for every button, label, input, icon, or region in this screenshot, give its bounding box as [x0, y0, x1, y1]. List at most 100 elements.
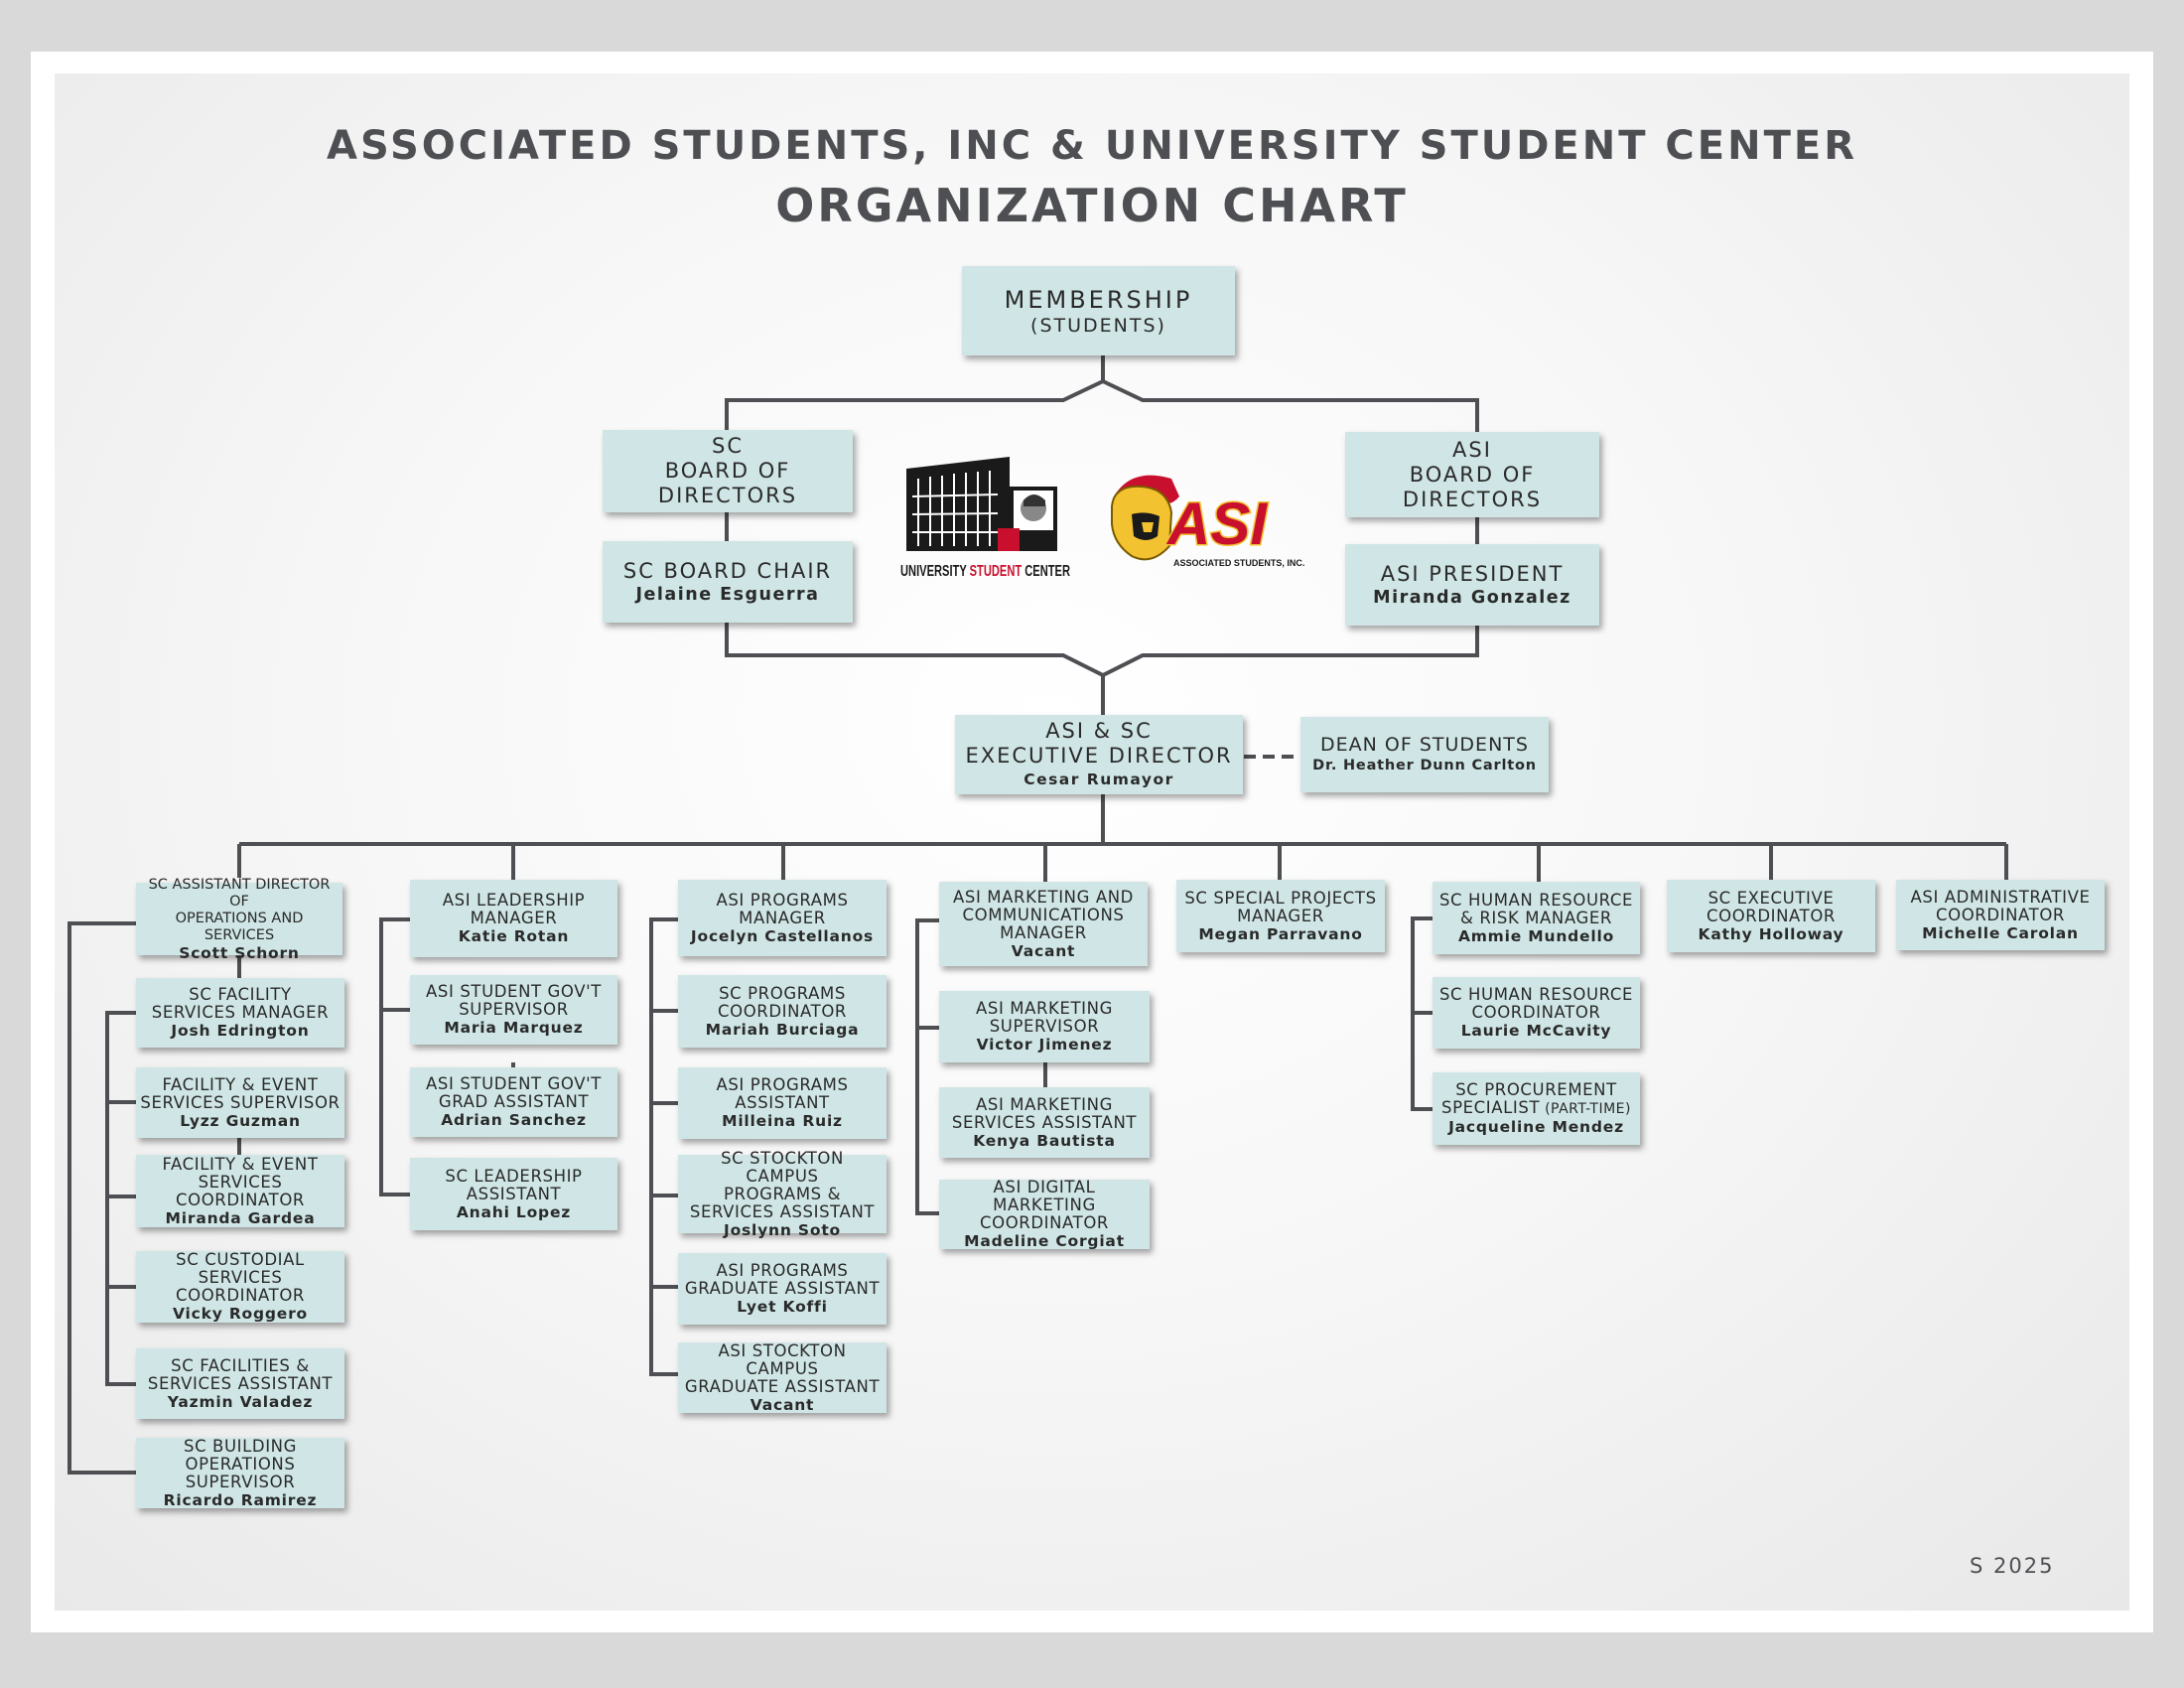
position-title: SC SPECIAL PROJECTS MANAGER — [1184, 888, 1377, 925]
connector-col-drops — [237, 844, 2008, 882]
staff-box: ASI MARKETING SUPERVISOR Victor Jimenez — [939, 991, 1150, 1062]
connector-col2 — [379, 917, 515, 1196]
executive-director-name: Cesar Rumayor — [1024, 771, 1174, 788]
connector-col3 — [649, 917, 678, 1376]
person-name: Laurie McCavity — [1460, 1022, 1612, 1040]
position-title: SC EXECUTIVE COORDINATOR — [1706, 888, 1836, 925]
staff-box: ASI MARKETING SERVICES ASSISTANT Kenya B… — [939, 1087, 1150, 1158]
column-head: ASI LEADERSHIP MANAGER Katie Rotan — [410, 880, 617, 957]
staff-box: SC FACILITIES & SERVICES ASSISTANT Yazmi… — [136, 1348, 344, 1419]
position-title: SC BUILDING OPERATIONS SUPERVISOR — [184, 1436, 297, 1491]
person-name: Scott Schorn — [179, 943, 300, 962]
person-name: Adrian Sanchez — [441, 1111, 587, 1129]
person-name: Jacqueline Mendez — [1448, 1118, 1624, 1136]
position-title: SC LEADERSHIP ASSISTANT — [445, 1166, 583, 1203]
position-title: ASI STOCKTON CAMPUS GRADUATE ASSISTANT — [684, 1340, 881, 1396]
part-time-note: (PART-TIME) — [1540, 1101, 1631, 1117]
column-head: SC SPECIAL PROJECTS MANAGER Megan Parrav… — [1176, 880, 1385, 952]
position-title-main: SC PROCUREMENT SPECIALIST — [1441, 1080, 1617, 1117]
person-name: Miranda Gardea — [165, 1208, 316, 1227]
person-name: Yazmin Valadez — [167, 1392, 314, 1411]
staff-box: SC PROGRAMS COORDINATOR Mariah Burciaga — [678, 975, 887, 1048]
position-title: ASI STUDENT GOV'T GRAD ASSISTANT — [426, 1074, 602, 1111]
person-name: Michelle Carolan — [1922, 923, 2079, 942]
position-title: ASI LEADERSHIP MANAGER — [442, 891, 586, 927]
person-name: Vacant — [1011, 941, 1076, 960]
person-name: Kenya Bautista — [973, 1131, 1116, 1150]
position-title: SC STOCKTON CAMPUS PROGRAMS & SERVICES A… — [689, 1148, 876, 1221]
person-name: Milleina Ruiz — [722, 1112, 843, 1130]
sc-chair-title: SC BOARD CHAIR — [622, 558, 833, 583]
person-name: Ammie Mundello — [1457, 926, 1615, 945]
staff-box: ASI PROGRAMS GRADUATE ASSISTANT Lyet Kof… — [678, 1253, 887, 1325]
position-title: SC CUSTODIAL SERVICES COORDINATOR — [175, 1250, 305, 1305]
position-title: SC FACILITY SERVICES MANAGER — [151, 985, 330, 1022]
dean-of-students-title: DEAN OF STUDENTS — [1320, 734, 1529, 756]
column-head: ASI MARKETING AND COMMUNICATIONS MANAGER… — [939, 882, 1148, 966]
asi-president-name: Miranda Gonzalez — [1373, 587, 1571, 608]
person-name: Megan Parravano — [1198, 924, 1363, 943]
staff-box: SC CUSTODIAL SERVICES COORDINATOR Vicky … — [136, 1251, 344, 1323]
person-name: Ricardo Ramirez — [163, 1490, 318, 1509]
position-title: FACILITY & EVENT SERVICES COORDINATOR — [162, 1154, 319, 1209]
membership-subtitle: (STUDENTS) — [1030, 315, 1166, 337]
staff-box: ASI DIGITAL MARKETING COORDINATOR Madeli… — [939, 1179, 1150, 1250]
person-name: Vacant — [750, 1395, 815, 1414]
position-title: ASI MARKETING SUPERVISOR — [976, 999, 1113, 1036]
connector-col6 — [1411, 916, 1433, 1111]
person-name: Katie Rotan — [458, 927, 570, 945]
sc-board-box: SC BOARD OF DIRECTORS — [603, 430, 853, 512]
chart-subtitle: ORGANIZATION CHART — [775, 179, 1409, 232]
dean-of-students-name: Dr. Heather Dunn Carlton — [1312, 758, 1537, 774]
staff-box: ASI STOCKTON CAMPUS GRADUATE ASSISTANT V… — [678, 1340, 887, 1414]
column-head: SC ASSISTANT DIRECTOR OF OPERATIONS AND … — [136, 877, 342, 962]
person-name: Victor Jimenez — [976, 1036, 1113, 1054]
position-title: ASI STUDENT GOV'T SUPERVISOR — [426, 982, 602, 1019]
asi-board-title: ASI BOARD OF DIRECTORS — [1402, 437, 1543, 511]
staff-box: SC PROCUREMENT SPECIALIST (PART-TIME) Ja… — [1433, 1072, 1640, 1145]
university-student-center-logo: UNIVERSITY STUDENT CENTER — [900, 457, 1070, 580]
executive-director-box: ASI & SC EXECUTIVE DIRECTOR Cesar Rumayo… — [955, 715, 1243, 794]
position-title: ASI PROGRAMS ASSISTANT — [716, 1075, 849, 1112]
person-name: Josh Edrington — [171, 1022, 310, 1040]
position-title: SC HUMAN RESOURCE & RISK MANAGER — [1438, 890, 1634, 927]
executive-director-title: ASI & SC EXECUTIVE DIRECTOR — [965, 719, 1233, 768]
svg-text:ASI: ASI — [1165, 491, 1268, 557]
person-name: Lyet Koffi — [737, 1298, 828, 1316]
column-head: SC EXECUTIVE COORDINATOR Kathy Holloway — [1667, 880, 1875, 952]
staff-box: SC LEADERSHIP ASSISTANT Anahi Lopez — [410, 1158, 617, 1230]
position-title: SC PROCUREMENT SPECIALIST (PART-TIME) — [1441, 1081, 1631, 1118]
staff-box: ASI STUDENT GOV'T GRAD ASSISTANT Adrian … — [410, 1067, 617, 1137]
position-title: ASI PROGRAMS MANAGER — [716, 890, 849, 927]
asi-trojan-logo: ASI ASSOCIATED STUDENTS, INC. — [1111, 475, 1304, 568]
sc-chair-box: SC BOARD CHAIR Jelaine Esguerra — [603, 541, 853, 623]
position-title: ASI MARKETING AND COMMUNICATIONS MANAGER — [953, 887, 1134, 942]
asi-president-box: ASI PRESIDENT Miranda Gonzalez — [1345, 544, 1599, 626]
staff-box: SC HUMAN RESOURCE COORDINATOR Laurie McC… — [1433, 977, 1640, 1049]
chart-title: ASSOCIATED STUDENTS, INC & UNIVERSITY ST… — [327, 123, 1857, 169]
connector-exec-bus — [239, 794, 2006, 846]
sc-chair-name: Jelaine Esguerra — [635, 584, 820, 605]
position-title: SC ASSISTANT DIRECTOR OF OPERATIONS AND … — [148, 876, 331, 943]
person-name: Joslynn Soto — [724, 1220, 841, 1239]
person-name: Anahi Lopez — [456, 1202, 572, 1221]
position-title: SC PROGRAMS COORDINATOR — [717, 983, 847, 1021]
staff-box: SC FACILITY SERVICES MANAGER Josh Edring… — [136, 978, 344, 1048]
person-name: Kathy Holloway — [1698, 924, 1844, 943]
person-name: Madeline Corgiat — [964, 1232, 1125, 1250]
staff-box: FACILITY & EVENT SERVICES COORDINATOR Mi… — [136, 1155, 344, 1227]
position-title: FACILITY & EVENT SERVICES SUPERVISOR — [140, 1074, 341, 1112]
staff-box: SC BUILDING OPERATIONS SUPERVISOR Ricard… — [136, 1436, 344, 1509]
person-name: Jocelyn Castellanos — [690, 926, 875, 945]
person-name: Maria Marquez — [444, 1019, 584, 1037]
dean-of-students-box: DEAN OF STUDENTS Dr. Heather Dunn Carlto… — [1300, 717, 1549, 792]
connector-col4 — [915, 918, 1047, 1215]
column-head: ASI ADMINISTRATIVE COORDINATOR Michelle … — [1896, 880, 2105, 950]
staff-box: ASI PROGRAMS ASSISTANT Milleina Ruiz — [678, 1067, 887, 1139]
connector-col1 — [68, 921, 241, 1475]
svg-text:ASSOCIATED STUDENTS, INC.: ASSOCIATED STUDENTS, INC. — [1173, 558, 1304, 568]
sc-board-title: SC BOARD OF DIRECTORS — [657, 434, 798, 507]
position-title: SC HUMAN RESOURCE COORDINATOR — [1438, 985, 1634, 1022]
membership-box: MEMBERSHIP (STUDENTS) — [962, 266, 1235, 355]
